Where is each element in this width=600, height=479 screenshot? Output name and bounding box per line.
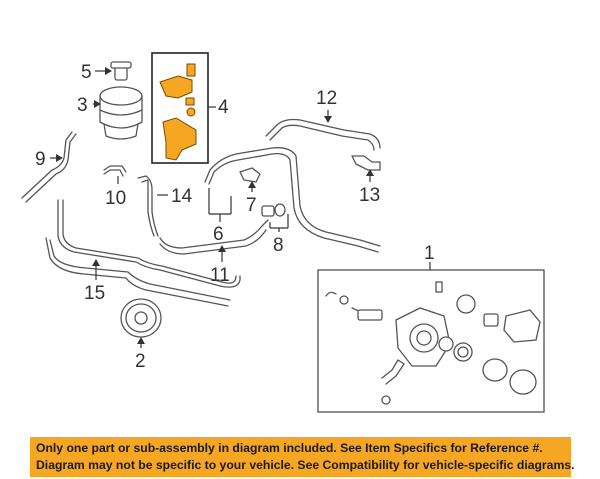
disclaimer-banner: Only one part or sub-assembly in diagram… [30, 437, 575, 477]
part-12-hose [265, 118, 381, 149]
part-5-bolt [110, 61, 132, 81]
part-6-hose [204, 147, 381, 247]
part-11-line [159, 219, 269, 249]
callout-2: 2 [135, 351, 146, 372]
arrow-11 [218, 245, 226, 252]
arrow-5 [105, 67, 112, 75]
callout-7: 7 [246, 195, 257, 216]
arrow-2 [137, 337, 145, 344]
part-14-hose [137, 175, 159, 237]
part-7-clip [239, 167, 261, 183]
arrow-15 [92, 259, 100, 266]
disclaimer-line-1: Only one part or sub-assembly in diagram… [36, 441, 543, 455]
arrow-3 [94, 100, 101, 108]
disclaimer-line-2: Diagram may not be specific to your vehi… [36, 458, 575, 472]
part-8-fitting [261, 203, 286, 217]
arrow-9 [56, 154, 63, 162]
callout-12: 12 [316, 88, 337, 109]
callout-11: 11 [210, 265, 230, 286]
callout-5: 5 [81, 62, 92, 83]
callout-10: 10 [105, 188, 126, 209]
callout-6: 6 [213, 224, 224, 245]
callout-1: 1 [424, 243, 435, 264]
callout-15: 15 [84, 283, 105, 304]
part-2-pulley [120, 298, 162, 338]
part-3-reservoir [99, 86, 143, 140]
part-15-pipe [57, 199, 241, 288]
arrow-13 [366, 169, 374, 176]
callout-14: 14 [171, 186, 193, 207]
part-9-hose [21, 131, 73, 199]
callout-8: 8 [273, 235, 284, 256]
part-10-hose [103, 165, 127, 173]
arrow-7 [248, 181, 256, 188]
arrow-12 [324, 116, 332, 123]
part-1-pump [325, 281, 541, 405]
callout-4: 4 [218, 97, 229, 118]
callout-3: 3 [77, 95, 88, 116]
callout-9: 9 [35, 149, 46, 170]
callout-13: 13 [359, 185, 380, 206]
part-4-bracket [159, 63, 197, 161]
part-13-clamp [351, 155, 381, 171]
